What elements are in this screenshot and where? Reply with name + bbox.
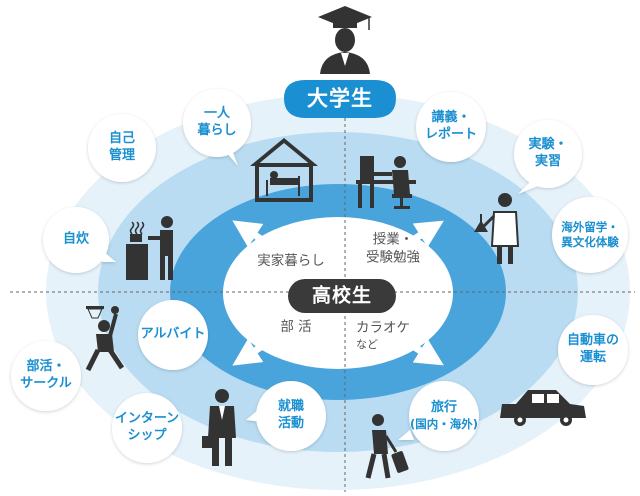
bubble-line: (国内・海外) bbox=[409, 416, 479, 431]
businessman-icon bbox=[202, 389, 236, 466]
bubble-intern bbox=[112, 393, 182, 463]
bubble-line: 実習 bbox=[534, 154, 562, 169]
bubble-label-jikken: 実験・ 実習 bbox=[528, 137, 567, 171]
inner-item-study-line1: 授業・ bbox=[372, 231, 414, 248]
arrow-top-right bbox=[382, 220, 444, 261]
cooking-icon bbox=[126, 216, 173, 280]
bubble-label-shushoku: 就職 活動 bbox=[278, 399, 304, 433]
bubble-line: 運転 bbox=[579, 350, 607, 365]
bubble-bukatsu bbox=[11, 341, 81, 411]
bubble-jiko bbox=[88, 114, 156, 182]
scientist-icon bbox=[474, 193, 520, 264]
bubble-hitori bbox=[183, 89, 251, 157]
inner-item-karaoke-line1: カラオケ bbox=[356, 320, 410, 337]
bubble-label-ryokou: 旅行 (国内・海外) bbox=[410, 400, 478, 432]
car-icon bbox=[500, 390, 586, 426]
bubble-line: サークル bbox=[20, 376, 72, 391]
bubble-line: アルバイト bbox=[140, 326, 206, 342]
bubble-label-kougi: 講義・ レポート bbox=[425, 110, 477, 144]
bubble-line: レポート bbox=[424, 127, 478, 142]
bubble-kaigai bbox=[552, 197, 628, 273]
inner-item-home: 実家暮らし bbox=[257, 253, 325, 270]
university-pill-bg bbox=[284, 80, 396, 118]
inner-item-study-line2: 受験勉強 bbox=[366, 249, 420, 265]
bubble-line: 実験・ bbox=[528, 137, 568, 153]
bubble-line: 旅行 bbox=[430, 400, 458, 416]
bubble-line: インターン bbox=[114, 411, 180, 427]
bubble-line: 暮らし bbox=[197, 123, 237, 138]
inner-item-karaoke: カラオケ など bbox=[356, 320, 410, 352]
bubble-line: 海外留学・ bbox=[561, 220, 619, 235]
bubble-line: 就職 bbox=[277, 399, 305, 415]
house-icon bbox=[250, 138, 318, 202]
bubble-label-hitori: 一人 暮らし bbox=[197, 106, 236, 140]
basketball-player-icon bbox=[85, 306, 125, 372]
bubble-line: 自動車の bbox=[566, 333, 620, 349]
bubble-line: 部活・ bbox=[26, 359, 66, 375]
traveler-icon bbox=[365, 414, 409, 479]
bubble-jidousha bbox=[558, 315, 628, 385]
arrow-top-left bbox=[232, 220, 292, 261]
bubble-line: 講義・ bbox=[431, 110, 471, 126]
highschool-label: 高校生 bbox=[311, 284, 373, 307]
inner-item-karaoke-line2: など bbox=[356, 337, 378, 351]
bubble-line: 自己 bbox=[108, 131, 136, 147]
bubble-line: 異文化体験 bbox=[561, 235, 619, 249]
bubble-line: 活動 bbox=[277, 416, 305, 431]
bubble-jikken bbox=[514, 120, 582, 188]
study-desk-icon bbox=[356, 156, 416, 209]
bubble-label-kaigai: 海外留学・ 異文化体験 bbox=[561, 220, 619, 250]
bubble-line: 管理 bbox=[108, 148, 136, 163]
inner-item-study: 授業・ 受験勉強 bbox=[366, 231, 420, 266]
bubble-label-arubaito: アルバイト bbox=[141, 327, 206, 344]
highschool-pill-bg bbox=[288, 279, 396, 313]
bubble-arubaito bbox=[138, 300, 208, 370]
bubble-line: 一人 bbox=[203, 106, 231, 122]
bubble-label-jisui: 自炊 bbox=[63, 232, 89, 249]
bubble-ryokou bbox=[409, 381, 479, 451]
bubble-line: 自炊 bbox=[62, 231, 90, 247]
bubble-label-bukatsu: 部活・ サークル bbox=[20, 359, 72, 393]
arrow-bottom-right bbox=[382, 325, 444, 366]
graduate-icon bbox=[318, 6, 372, 74]
bubble-label-jidousha: 自動車の 運転 bbox=[567, 333, 619, 367]
bubble-label-intern: インターン シップ bbox=[115, 411, 179, 445]
bubble-line: シップ bbox=[127, 428, 167, 443]
bubble-label-jiko: 自己 管理 bbox=[109, 131, 135, 165]
bubble-shushoku bbox=[256, 381, 326, 451]
arrow-bottom-left bbox=[232, 325, 292, 366]
bubble-kougi bbox=[416, 92, 486, 162]
bubble-jisui bbox=[43, 207, 109, 273]
university-label: 大学生 bbox=[307, 86, 373, 111]
inner-item-club: 部 活 bbox=[280, 319, 312, 336]
